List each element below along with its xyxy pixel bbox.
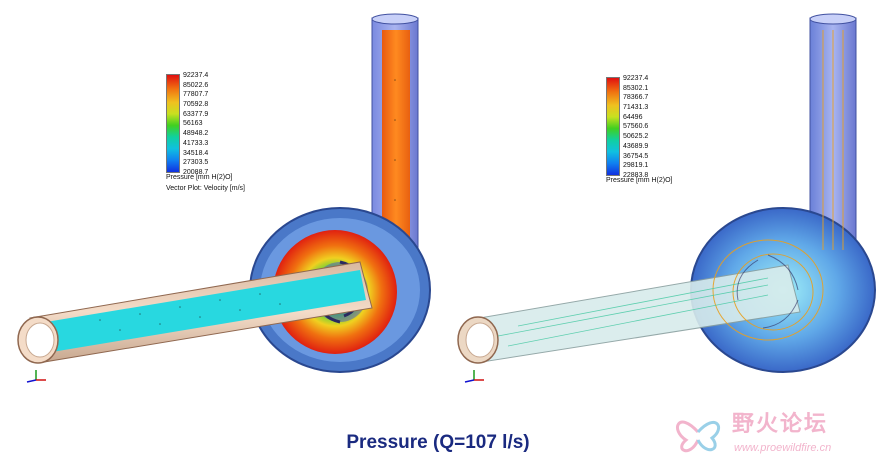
legend-unit-label: Pressure [mm H(2)O] <box>166 174 233 181</box>
axis-triad-icon <box>26 370 46 383</box>
legend-tick: 92237.4 <box>183 72 209 79</box>
legend-tick: 85022.6 <box>183 81 209 89</box>
watermark: 野火论坛 www.proewildfire.cn <box>668 400 868 462</box>
butterfly-logo-icon <box>676 420 720 453</box>
watermark-url: www.proewildfire.cn <box>734 442 832 454</box>
left-pump-illustration <box>17 13 431 373</box>
legend-unit-label: Pressure [mm H(2)O] <box>606 177 673 184</box>
legend-tick: 70592.8 <box>183 101 209 109</box>
legend-tick: 36754.5 <box>623 152 649 160</box>
legend-tick: 77807.7 <box>183 91 209 99</box>
right-pump-illustration <box>457 13 876 373</box>
legend-tick: 56163 <box>183 120 203 128</box>
vector-plot-label: Vector Plot: Velocity [m/s] <box>166 185 245 192</box>
legend-tick: 48948.2 <box>183 130 209 138</box>
left-pump-render: 92237.4 85022.6 77807.7 70592.8 63377.9 … <box>0 0 438 400</box>
color-scale-bar <box>166 74 180 173</box>
legend-tick: 43689.9 <box>623 142 649 150</box>
legend-tick: 50625.2 <box>623 133 649 141</box>
legend-tick: 92237.4 <box>623 75 649 82</box>
legend-tick: 20088.7 <box>183 168 209 176</box>
legend-tick: 22883.8 <box>623 171 649 179</box>
color-scale-bar <box>606 77 620 176</box>
legend-tick: 85302.1 <box>623 84 649 92</box>
legend-tick: 27303.5 <box>183 159 209 167</box>
figure-caption: Pressure (Q=107 l/s) <box>346 432 530 453</box>
legend-tick: 41733.3 <box>183 139 209 147</box>
legend-tick: 63377.9 <box>183 110 209 118</box>
legend-tick: 71431.3 <box>623 104 649 112</box>
legend-tick: 29819.1 <box>623 162 649 170</box>
legend-tick: 57560.6 <box>623 123 649 131</box>
right-pump-render: 92237.4 85302.1 78366.7 71431.3 64496 57… <box>438 0 876 400</box>
legend-tick: 78366.7 <box>623 94 649 102</box>
watermark-logo-text: 野火论坛 <box>732 412 829 437</box>
legend-tick: 34518.4 <box>183 149 209 157</box>
legend-tick: 64496 <box>623 113 643 121</box>
axis-triad-icon <box>464 370 484 383</box>
